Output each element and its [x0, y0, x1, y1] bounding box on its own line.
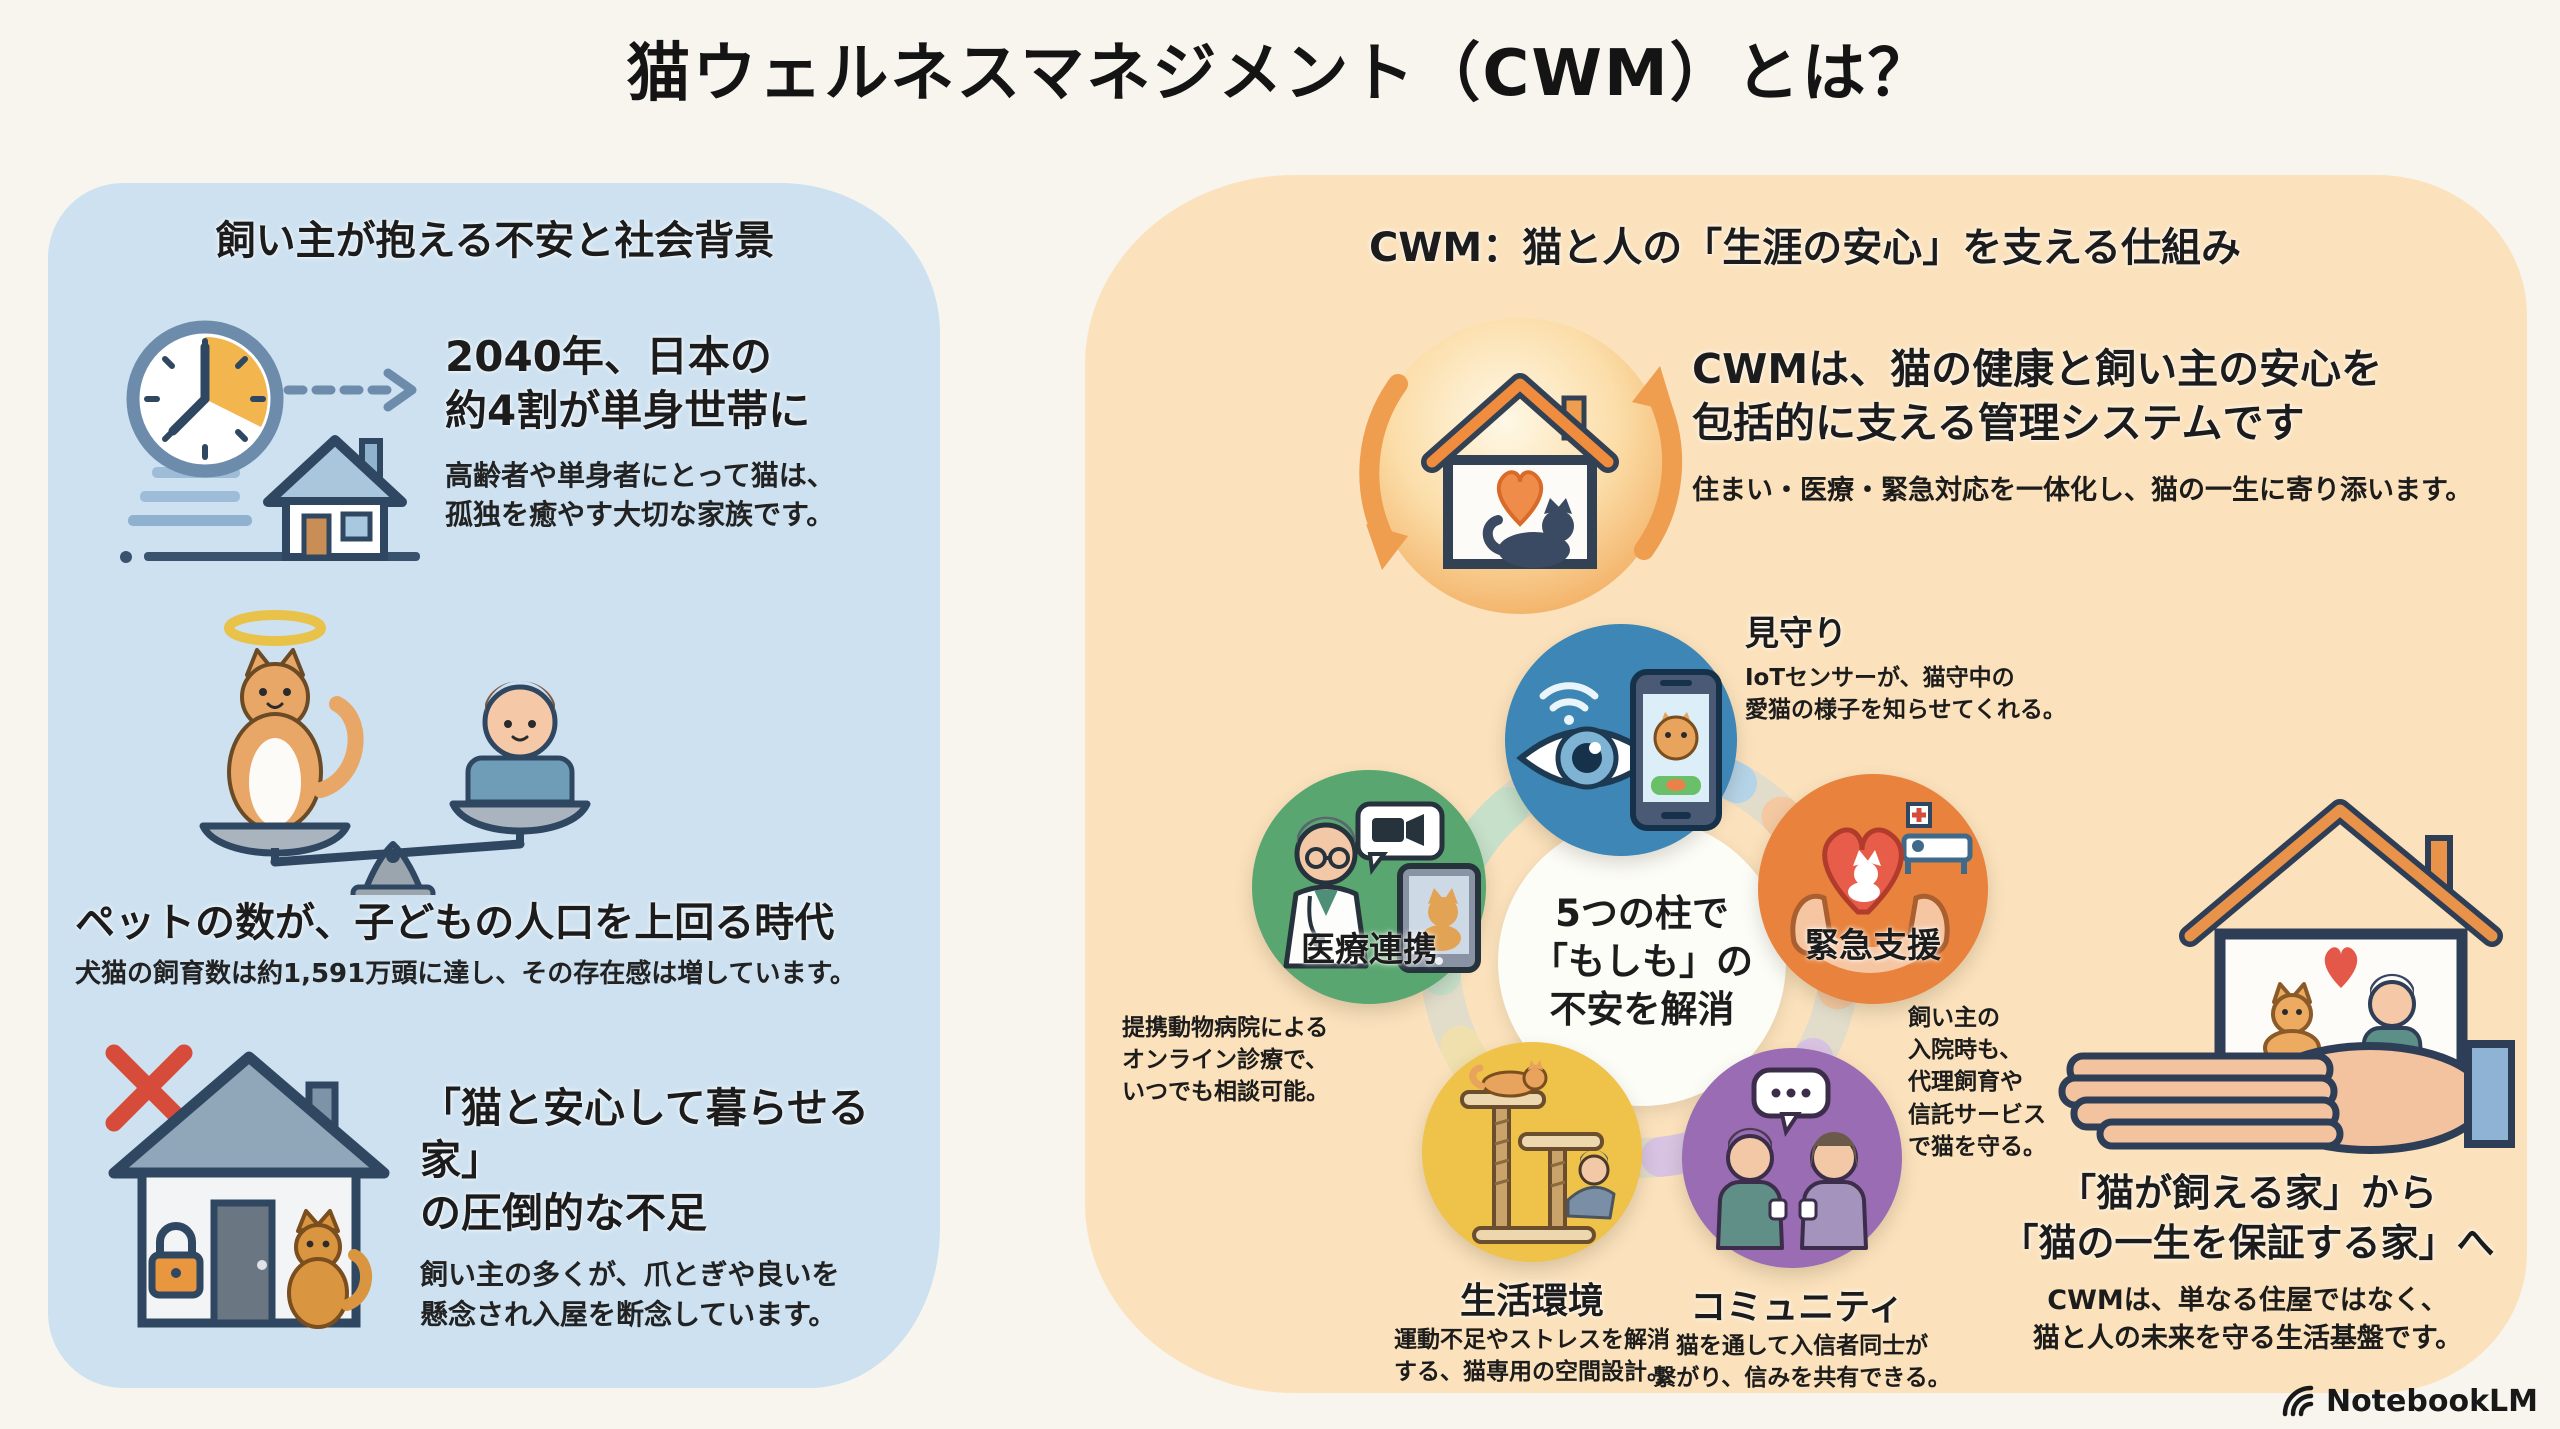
pet-child-scale-icon: [125, 600, 635, 903]
medical-label: 医療連携: [1301, 930, 1437, 970]
notebooklm-label: NotebookLM: [2325, 1383, 2538, 1419]
page-title: 猫ウェルネスマネジメント（CWM）とは？: [626, 37, 1934, 111]
monitoring-circle: [1505, 624, 1737, 856]
people-chat-icon: [1716, 1067, 1868, 1250]
doctor-tablet-icon: [1283, 801, 1481, 973]
no-cat-house-icon: [92, 1025, 407, 1340]
environment-desc: 運動不足やストレスを解消 する、猫専用の空間設計。: [1394, 1327, 1670, 1386]
hands-heart-bed-icon: [1790, 802, 1973, 973]
right-panel-header: CWM：猫と人の「生涯の安心」を支える仕組み: [1368, 225, 2242, 271]
notebooklm-watermark: NotebookLM: [2280, 1383, 2538, 1419]
community-circle: [1682, 1048, 1902, 1268]
left-panel-header: 飼い主が抱える不安と社会背景: [215, 218, 775, 264]
environment-label: 生活環境: [1459, 1281, 1604, 1322]
pet-population-title: ペットの数が、子どもの人口を上回る時代: [75, 900, 835, 946]
environment-circle: [1422, 1042, 1642, 1262]
emergency-label: 緊急支援: [1805, 926, 1941, 966]
outro-title: 「猫が飼える家」から 「猫の一生を保証する家」へ: [2000, 1171, 2495, 1266]
monitoring-label: 見守り: [1745, 614, 1847, 654]
outro-body: CWMは、単なる住屋ではなく、 猫と人の未来を守る生活基盤です。: [2032, 1285, 2463, 1355]
single-household-title: 2040年、日本の 約4割が単身世帯に: [445, 332, 811, 435]
eye-phone-icon: [1516, 669, 1722, 831]
single-household-body: 高齢者や単身者にとって猫は、 孤独を癒やす大切な家族です。: [445, 458, 835, 532]
medical-desc: 提携動物病院による オンライン診療で、 いつでも相談可能。: [1122, 1015, 1329, 1106]
cwm-orb-house-cat-icon: [1348, 298, 1692, 642]
hub-center-text: 5つの柱で 「もしも」の 不安を解消: [1531, 891, 1753, 1032]
community-desc: 猫を通して入信者同士が 繋がり、信みを共有できる。: [1653, 1333, 1951, 1392]
emergency-circle: [1758, 774, 1988, 1004]
cwm-intro-body: 住まい・医療・緊急対応を一体化し、猫の一生に寄り添います。: [1692, 475, 2473, 506]
housing-shortage-body: 飼い主の多くが、爪とぎや良いを 懸念され入屋を断念しています。: [420, 1258, 840, 1332]
notebooklm-logo-icon: [2282, 1385, 2314, 1417]
clock-house-icon: [110, 295, 430, 575]
pet-population-body: 犬猫の飼育数は約1,591万頭に達し、その存在感は増しています。: [75, 959, 856, 989]
cat-tower-icon: [1460, 1060, 1616, 1244]
community-label: コミュニティ: [1690, 1287, 1904, 1328]
emergency-desc: 飼い主の 入院時も、 代理飼育や 信託サービス で猫を守る。: [1908, 1005, 2046, 1160]
hand-holding-house-icon: [2040, 726, 2516, 1161]
cwm-intro-title: CWMは、猫の健康と飼い主の安心を 包括的に支える管理システムです: [1692, 345, 2383, 448]
housing-shortage-title: 「猫と安心して暮らせる家」 の圧倒的な不足: [420, 1084, 869, 1237]
monitoring-desc: IoTセンサーが、猫守中の 愛猫の様子を知らせてくれる。: [1745, 665, 2066, 724]
medical-circle: [1252, 770, 1486, 1004]
